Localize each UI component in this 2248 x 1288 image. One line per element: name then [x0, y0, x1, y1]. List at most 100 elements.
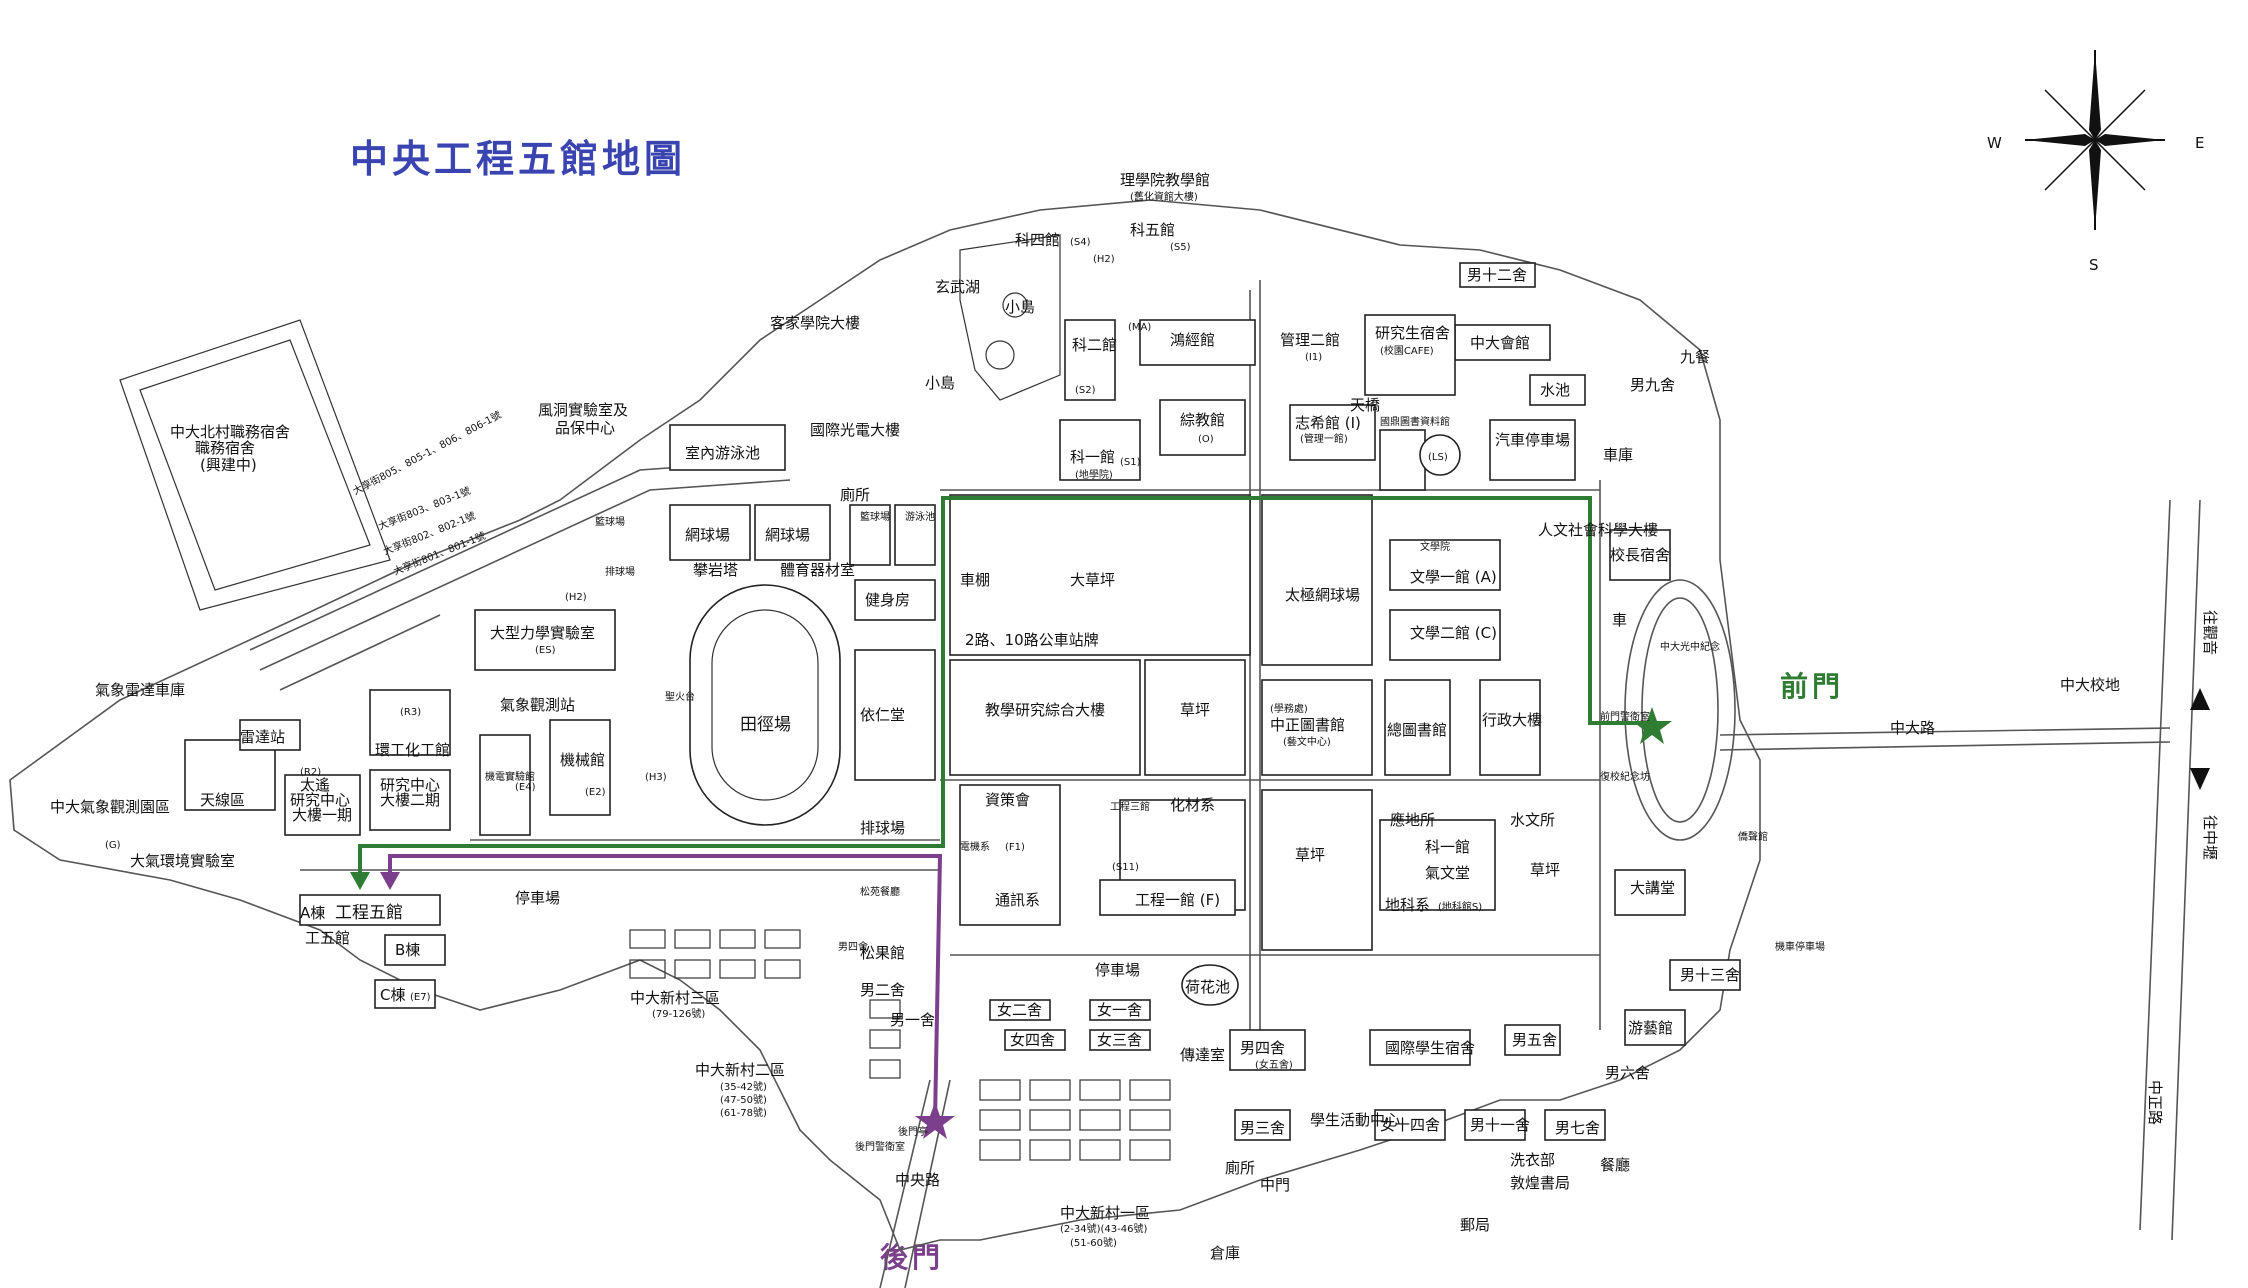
label-zhongda-vill-2-sub3: (61-78號)	[720, 1106, 767, 1119]
sci2-bldg	[1064, 319, 1116, 401]
village-blocks	[629, 929, 1171, 1161]
label-f3: 女三舍	[1097, 1031, 1142, 1049]
label-hakka: 客家學院大樓	[770, 314, 860, 332]
label-f1: (F1)	[1005, 842, 1025, 853]
label-ma: (MA)	[1128, 322, 1151, 333]
label-science-teaching: 理學院教學館	[1120, 171, 1210, 189]
label-sci1-code: (S1)	[1120, 457, 1141, 468]
label-eng5-small: 工五館	[305, 929, 350, 947]
label-lawn-3: 草坪	[1295, 846, 1325, 864]
label-north-village: 中大北村職務宿舍	[170, 423, 290, 441]
zhixi-bldg	[1289, 404, 1376, 461]
skyline-bldg	[184, 739, 276, 811]
label-f2: 女二舍	[997, 1001, 1042, 1019]
label-parking-car: 汽車停車場	[1495, 431, 1570, 449]
map-labels: 理學院教學館 (舊化資館大樓) 科四館 (S4) 科五館 (S5) (H2) 玄…	[50, 171, 1825, 1262]
label-zongjiao: 綜教館	[1180, 411, 1225, 429]
label-zhixi: 志希館 (I)	[1295, 414, 1361, 432]
label-geo-soc: 應地所	[1390, 811, 1435, 829]
f3-bldg	[1089, 1029, 1151, 1051]
label-sci4: 科四館	[1015, 231, 1060, 249]
label-research-center: 研究中心	[380, 776, 440, 794]
label-laundry: 洗衣部	[1510, 1151, 1555, 1169]
label-f4: 女四舍	[1010, 1031, 1055, 1049]
label-geo-dept-sub: (地科館S)	[1438, 900, 1482, 913]
label-lib-chinese: 文學院	[1420, 540, 1450, 553]
label-m9: 男九舍	[1630, 376, 1675, 394]
label-badminton: 籃球場	[860, 510, 890, 523]
green-star-icon	[1632, 707, 1672, 744]
north-village-inner	[139, 339, 371, 591]
label-m5: 男五舍	[1512, 1031, 1557, 1049]
label-wind-lab-2: 品保中心	[555, 419, 615, 437]
label-eng5: 工程五館	[335, 903, 403, 923]
eng5-c-bldg	[374, 979, 436, 1009]
label-car-shed-2: 車	[1612, 611, 1627, 629]
bookstore-hall-bldg	[1614, 869, 1686, 916]
label-zhongda-vill-1-sub2: (51-60號)	[1070, 1236, 1117, 1249]
label-m4b-sub: (女五舍)	[1255, 1058, 1293, 1071]
label-h2b: (H2)	[565, 592, 587, 603]
label-north-village-3: (興建中)	[200, 456, 257, 474]
label-sci2-code: (S2)	[1075, 385, 1096, 396]
label-weather-obs: 氣象觀測站	[500, 696, 575, 714]
label-zhongda-weather: 中大氣象觀測園區	[50, 798, 170, 816]
label-basketball-v: 籃球場	[595, 515, 625, 528]
label-admin: 行政大樓	[1482, 711, 1542, 729]
label-nanyang: 前門警衛室	[1600, 710, 1650, 723]
research-center-bldg	[369, 769, 451, 831]
label-to-jiliao: 往觀音	[2201, 610, 2219, 655]
tennis-court-1	[669, 504, 751, 561]
label-teaching-complex: 教學研究綜合大樓	[985, 701, 1105, 719]
f14-bldg	[1374, 1109, 1446, 1141]
label-zhongyang-rd: 中央路	[895, 1171, 940, 1189]
back-gate-route	[388, 854, 943, 1121]
lit-bldg-2	[1389, 609, 1501, 661]
label-optics: 國際光電大樓	[810, 421, 900, 439]
front-gate-loop	[1624, 579, 1736, 841]
label-side-gate: 中門	[1260, 1176, 1290, 1194]
label-bookstore: 敦煌書局	[1510, 1174, 1570, 1192]
label-weather-bldg: 氣文堂	[1425, 864, 1470, 882]
label-zhongzheng-rd: 中正路	[2146, 1080, 2164, 1125]
label-mgmt2: 管理二館	[1280, 331, 1340, 349]
label-sci5-code: (S5)	[1170, 242, 1191, 253]
label-bus-stop: 2路、10路公車站牌	[965, 631, 1099, 649]
f2-bldg	[989, 999, 1051, 1021]
label-e4: (E4)	[515, 782, 536, 793]
teaching-complex	[949, 659, 1141, 776]
label-intl-dorm: 國際學生宿舍	[1385, 1039, 1475, 1057]
label-grad-dorm-sub: (校園CAFE)	[1380, 344, 1434, 357]
label-f14: 女十四舍	[1380, 1116, 1440, 1134]
label-mech: 機械館	[560, 751, 605, 769]
label-zhongda-hall: 中大會館	[1470, 334, 1530, 352]
label-zhongda-vill-3-sub: (79-126號)	[652, 1007, 705, 1020]
label-zhongda-vill-2-sub2: (47-50號)	[720, 1093, 767, 1106]
label-shengtai: 聖火台	[665, 690, 695, 703]
label-lawn-4: 草坪	[1530, 861, 1560, 879]
pool-indoor-bldg	[669, 424, 786, 471]
arrow-down-icon	[2190, 768, 2210, 790]
radar-bldg	[239, 719, 301, 751]
label-youyi: 游藝館	[1628, 1019, 1673, 1037]
label-restroom: 廁所	[840, 486, 870, 504]
label-taiji: 太極網球場	[1285, 586, 1360, 604]
label-principal: 校長宿舍	[1610, 546, 1670, 564]
zongtu-bldg	[1384, 679, 1451, 776]
west-road-3	[279, 614, 441, 691]
grad-dorm-bldg	[1364, 314, 1456, 396]
label-chuanda: 傳達室	[1180, 1046, 1225, 1064]
label-back-pav: 後門亭	[898, 1125, 928, 1138]
m5-bldg	[1504, 1024, 1561, 1056]
label-xuanwu-lake: 玄武湖	[935, 278, 980, 296]
label-zongtu: 總圖書館	[1387, 721, 1447, 739]
label-h2: (H2)	[1093, 254, 1115, 265]
xuanwu-lake-outline	[959, 234, 1061, 401]
label-small-island: 小島	[1005, 298, 1035, 316]
label-research-center-2: 大樓二期	[380, 791, 440, 809]
back-route-arrow-icon	[380, 872, 400, 890]
f1-bldg	[1089, 999, 1151, 1021]
mech-bldg	[549, 719, 611, 816]
zhongyang-road-west	[879, 1079, 931, 1288]
